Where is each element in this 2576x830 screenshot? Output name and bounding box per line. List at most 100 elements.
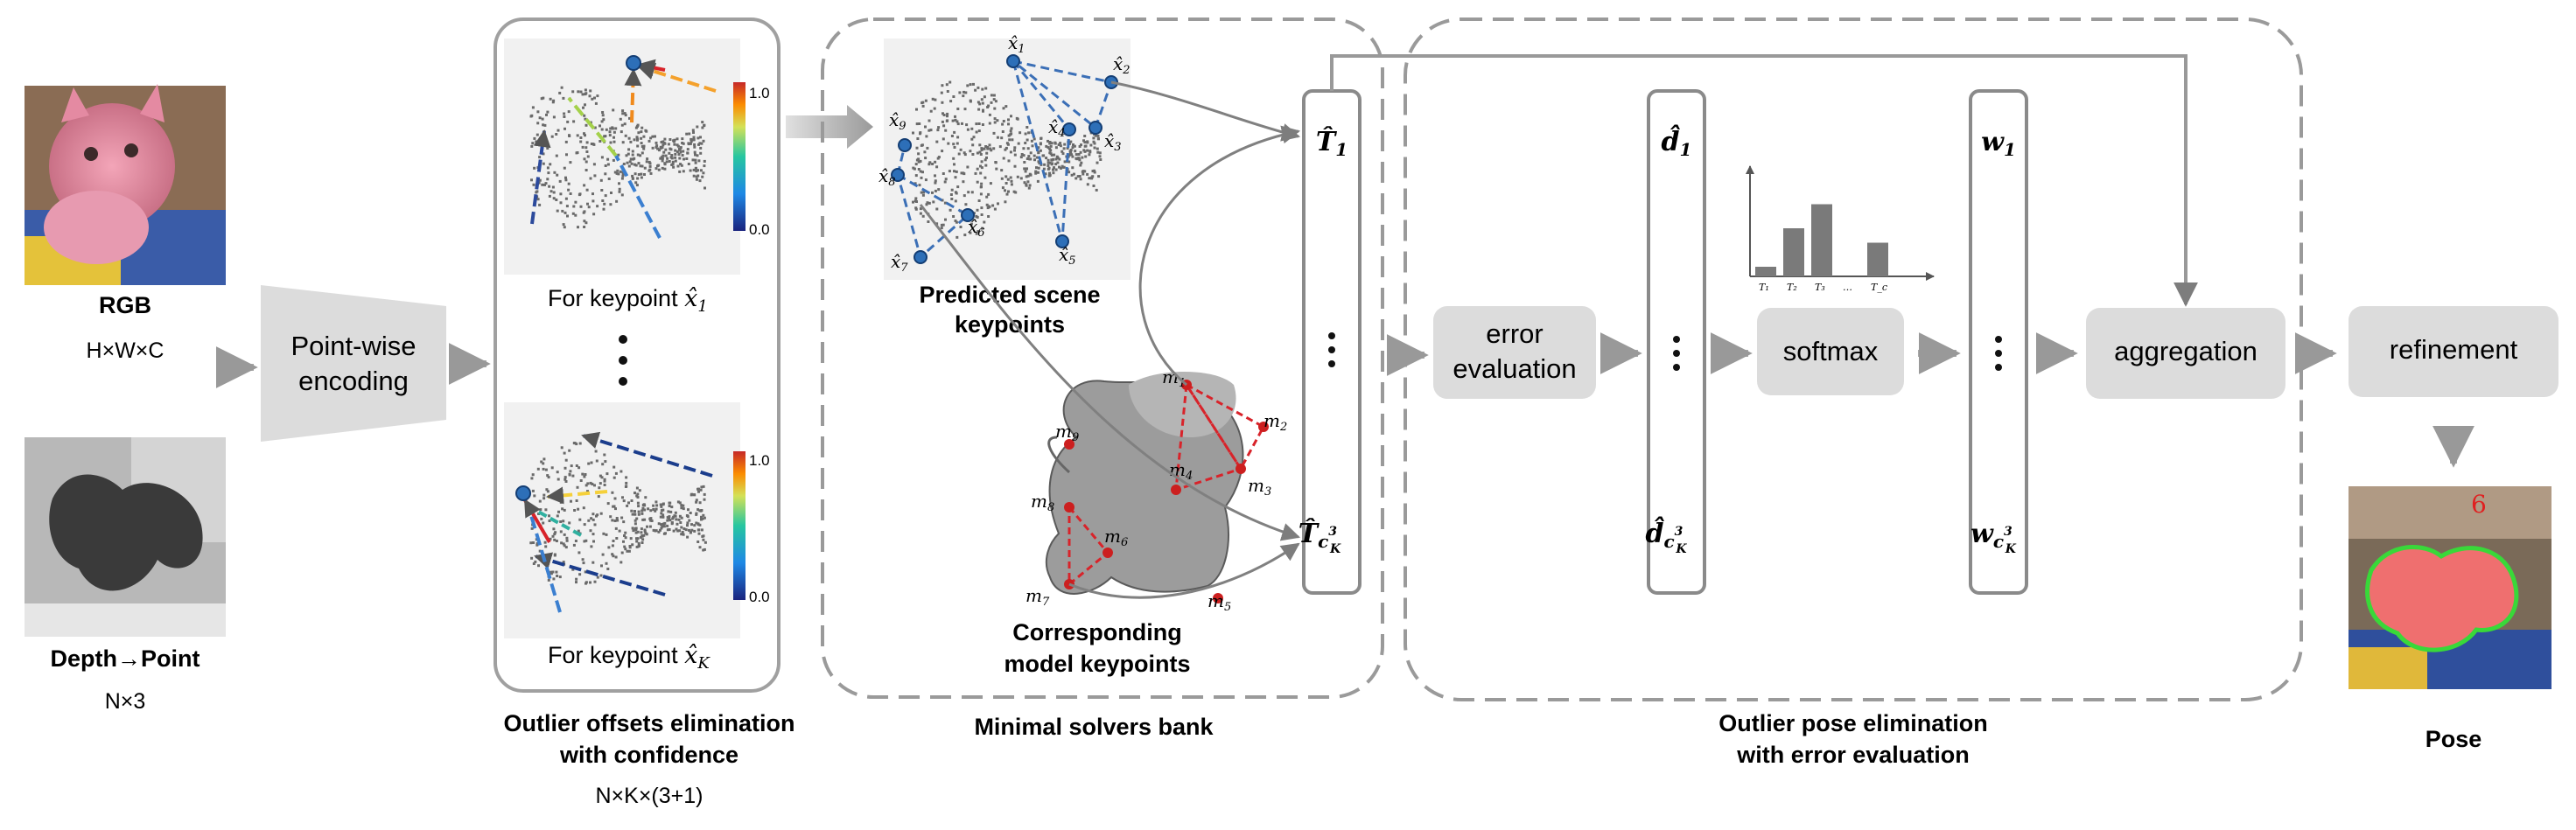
point-cloud-dot <box>970 127 974 130</box>
point-cloud-dot <box>693 529 696 533</box>
point-cloud-dot <box>1048 171 1051 175</box>
point-cloud-dot <box>1050 153 1054 157</box>
point-cloud-dot <box>1007 159 1011 163</box>
point-cloud-dot <box>980 185 983 188</box>
point-cloud-dot <box>666 528 669 532</box>
point-cloud-dot <box>952 157 956 160</box>
offsets-dimension: N×K×(3+1) <box>596 784 704 808</box>
colorbar-bottom-min: 0.0 <box>749 589 770 605</box>
point-cloud-dot <box>632 157 635 161</box>
point-cloud-dot <box>915 122 919 126</box>
point-cloud-dot <box>677 518 681 521</box>
point-cloud-dot <box>551 570 555 574</box>
point-cloud-dot <box>569 192 572 195</box>
point-cloud-dot <box>1037 146 1040 150</box>
point-cloud-dot <box>936 157 940 160</box>
point-cloud-dot <box>575 577 578 581</box>
point-cloud-dot <box>1035 166 1038 170</box>
point-cloud-dot <box>530 144 534 148</box>
point-cloud-dot <box>703 516 706 520</box>
point-cloud-dot <box>993 107 997 110</box>
point-cloud-dot <box>1037 160 1040 164</box>
arrow-offsets-to-solvers <box>786 105 873 149</box>
point-cloud-dot <box>687 163 690 165</box>
point-cloud-dot <box>582 506 585 510</box>
point-cloud-dot <box>675 527 678 531</box>
point-cloud-dot <box>1012 190 1016 193</box>
encoder-label-line1: Point-wise <box>291 331 416 361</box>
point-cloud-dot <box>662 150 666 154</box>
point-cloud-dot <box>612 140 616 143</box>
point-cloud-dot <box>1024 132 1027 136</box>
point-cloud-dot <box>931 97 934 101</box>
mini-chart-xlabel: T₃ <box>1815 282 1825 293</box>
point-cloud-dot <box>550 466 554 470</box>
model-kp-label-2: m2 <box>1264 410 1287 434</box>
point-cloud-dot <box>668 519 672 522</box>
point-cloud-dot <box>692 131 695 134</box>
point-cloud-dot <box>670 164 674 166</box>
point-cloud-dot <box>612 476 616 479</box>
point-cloud-dot <box>924 125 927 129</box>
model-kp-label-1: m1 <box>1162 366 1186 390</box>
point-cloud-dot <box>928 161 932 164</box>
model-kp-label-9: m9 <box>1055 421 1079 444</box>
point-cloud-dot <box>629 157 633 161</box>
point-cloud-dot <box>969 83 972 87</box>
point-cloud-dot <box>649 509 653 513</box>
point-cloud-dot <box>636 537 640 541</box>
point-cloud-dot <box>555 540 558 542</box>
point-cloud-dot <box>675 518 678 521</box>
point-cloud-dot <box>611 519 614 522</box>
point-cloud-dot <box>921 104 925 108</box>
point-cloud-dot <box>598 140 602 143</box>
point-cloud-dot <box>552 191 556 194</box>
point-cloud-dot <box>969 99 972 102</box>
point-cloud-dot <box>944 178 948 181</box>
point-cloud-dot <box>934 174 936 178</box>
point-cloud-dot <box>637 541 640 545</box>
point-cloud-dot <box>955 170 958 173</box>
point-cloud-dot <box>1093 169 1096 172</box>
point-cloud-dot <box>689 530 692 534</box>
point-cloud-dot <box>932 200 935 204</box>
point-cloud-dot <box>564 458 568 462</box>
mini-chart-bar <box>1755 267 1776 276</box>
point-cloud-dot <box>576 134 579 137</box>
point-cloud-dot <box>567 110 570 114</box>
point-cloud-dot <box>969 150 972 153</box>
point-cloud-dot <box>563 226 566 229</box>
point-cloud-dot <box>676 522 679 526</box>
point-cloud-dot <box>946 90 949 93</box>
softmax-label: softmax <box>1783 336 1879 366</box>
point-cloud-dot <box>964 91 968 94</box>
model-kp-label-5: m5 <box>1208 590 1231 614</box>
point-cloud-dot <box>559 520 563 523</box>
point-cloud-dot <box>606 157 610 161</box>
point-cloud-dot <box>536 543 539 547</box>
point-cloud-dot <box>688 528 690 532</box>
point-cloud-dot <box>601 111 605 114</box>
point-cloud-dot <box>674 156 677 159</box>
point-cloud-dot <box>603 484 606 486</box>
point-cloud-dot <box>975 214 978 218</box>
point-cloud-dot <box>958 91 962 94</box>
point-cloud-dot <box>914 199 917 203</box>
point-cloud-dot <box>662 154 665 157</box>
point-cloud-dot <box>635 125 639 129</box>
aggregation-label: aggregation <box>2114 336 2258 366</box>
point-cloud-dot <box>641 518 645 521</box>
point-cloud-dot <box>563 508 566 512</box>
model-caption-line1: Corresponding <box>1012 619 1182 645</box>
point-cloud-dot <box>682 533 685 536</box>
point-cloud-dot <box>581 93 584 96</box>
point-cloud-dot <box>941 120 944 123</box>
point-cloud-dot <box>647 507 650 511</box>
point-cloud-dot <box>548 520 551 522</box>
point-cloud-dot <box>592 513 595 516</box>
offsets-caption-line2: with confidence <box>559 742 738 768</box>
point-cloud-dot <box>578 466 581 470</box>
point-cloud-dot <box>696 508 700 512</box>
point-cloud-dot <box>604 172 607 176</box>
